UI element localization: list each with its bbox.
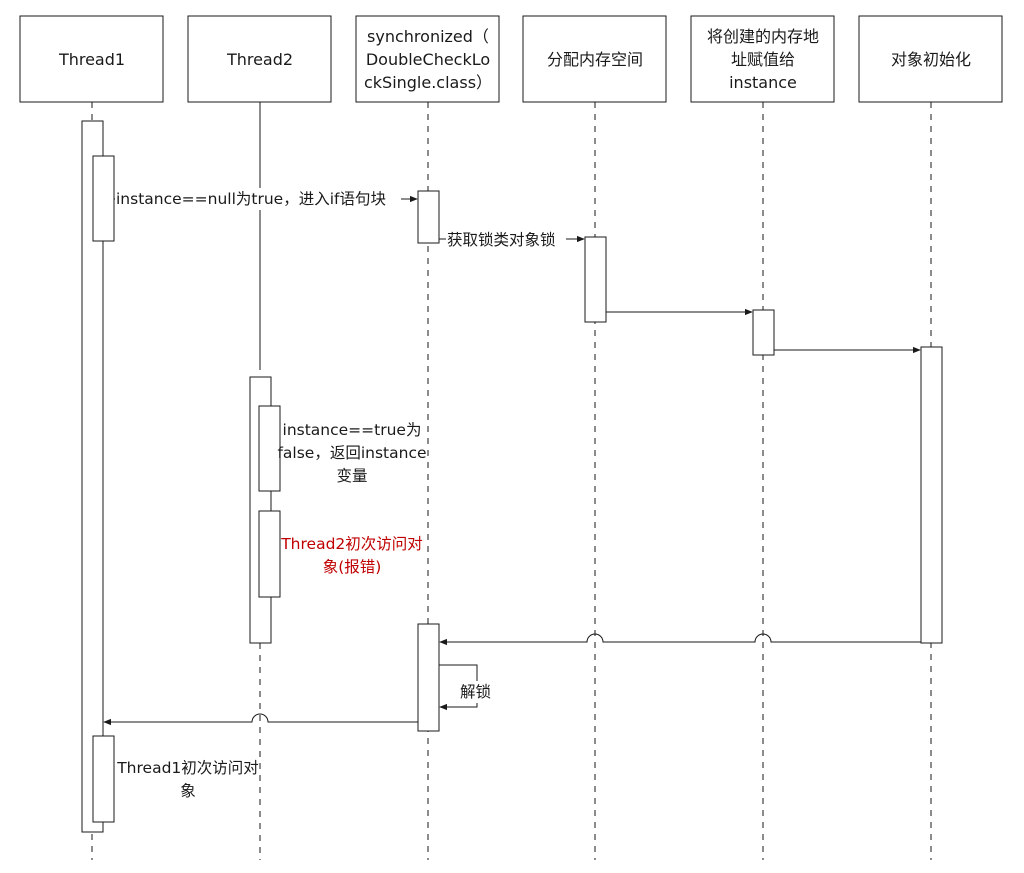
message-acquire-lock-bg: [446, 229, 566, 251]
participant-label-thread1: Thread1: [58, 50, 125, 69]
note-thread2-check-line1: instance==true为: [283, 421, 422, 439]
message-unlock-bg: [459, 681, 497, 703]
note-thread1-access-line1: Thread1初次访问对: [116, 759, 259, 777]
note-thread2-check-line2: false，返回instance: [277, 444, 426, 462]
participant-box-thread2: [187, 15, 332, 103]
participant-label-thread2: Thread2: [226, 50, 293, 69]
participant-label-init: 对象初始化: [891, 50, 971, 69]
participant-box-sync: [355, 15, 500, 103]
activation-thread1-access: [92, 735, 115, 823]
participant-label-assign-line3: instance: [729, 73, 797, 92]
participant-box-init: [858, 15, 1003, 103]
participant-label-assign-line2: 址赋值给: [731, 50, 795, 69]
activation-init: [920, 346, 943, 644]
message-check-null-bg: [115, 188, 401, 210]
note-thread2-access-line2: 象(报错): [323, 558, 382, 576]
participant-label-sync-line2: DoubleCheckLo: [366, 50, 490, 69]
participant-box-thread1: [19, 15, 164, 103]
message-sync-return-arrow: [103, 713, 418, 726]
lifelines: [91, 102, 932, 860]
note-thread2-check-line3: 变量: [336, 467, 367, 485]
message-init-return-arrow: [439, 633, 921, 646]
activation-assign: [752, 309, 775, 356]
participant-label-assign-line1: 将创建的内存地: [707, 27, 819, 46]
activation-thread1-check: [92, 155, 115, 242]
activation-sync-enter: [417, 190, 440, 244]
participant-box-alloc: [522, 15, 667, 103]
message-acquire-lock-label: 获取锁类对象锁: [447, 231, 556, 249]
message-arrows: [103, 195, 921, 726]
message-check-null-label: instance==null为true，进入if语句块: [116, 190, 386, 208]
activation-bars: [81, 120, 943, 833]
participant-label-alloc: 分配内存空间: [547, 50, 643, 69]
participant-box-assign: [690, 15, 835, 103]
note-thread2-access-line1: Thread2初次访问对: [280, 535, 423, 553]
activation-thread2-check: [258, 405, 281, 492]
note-thread1-access-line2: 象: [180, 782, 196, 800]
activation-sync-exit: [417, 623, 440, 732]
participant-label-sync-line1: synchronized（: [367, 27, 489, 46]
activation-thread2-access: [258, 510, 281, 598]
participant-label-sync-line3: ckSingle.class）: [364, 73, 492, 92]
activation-thread1-main: [81, 120, 104, 833]
message-unlock-label: 解锁: [460, 683, 491, 701]
participant-boxes: [19, 15, 1003, 103]
activation-alloc: [584, 236, 607, 323]
